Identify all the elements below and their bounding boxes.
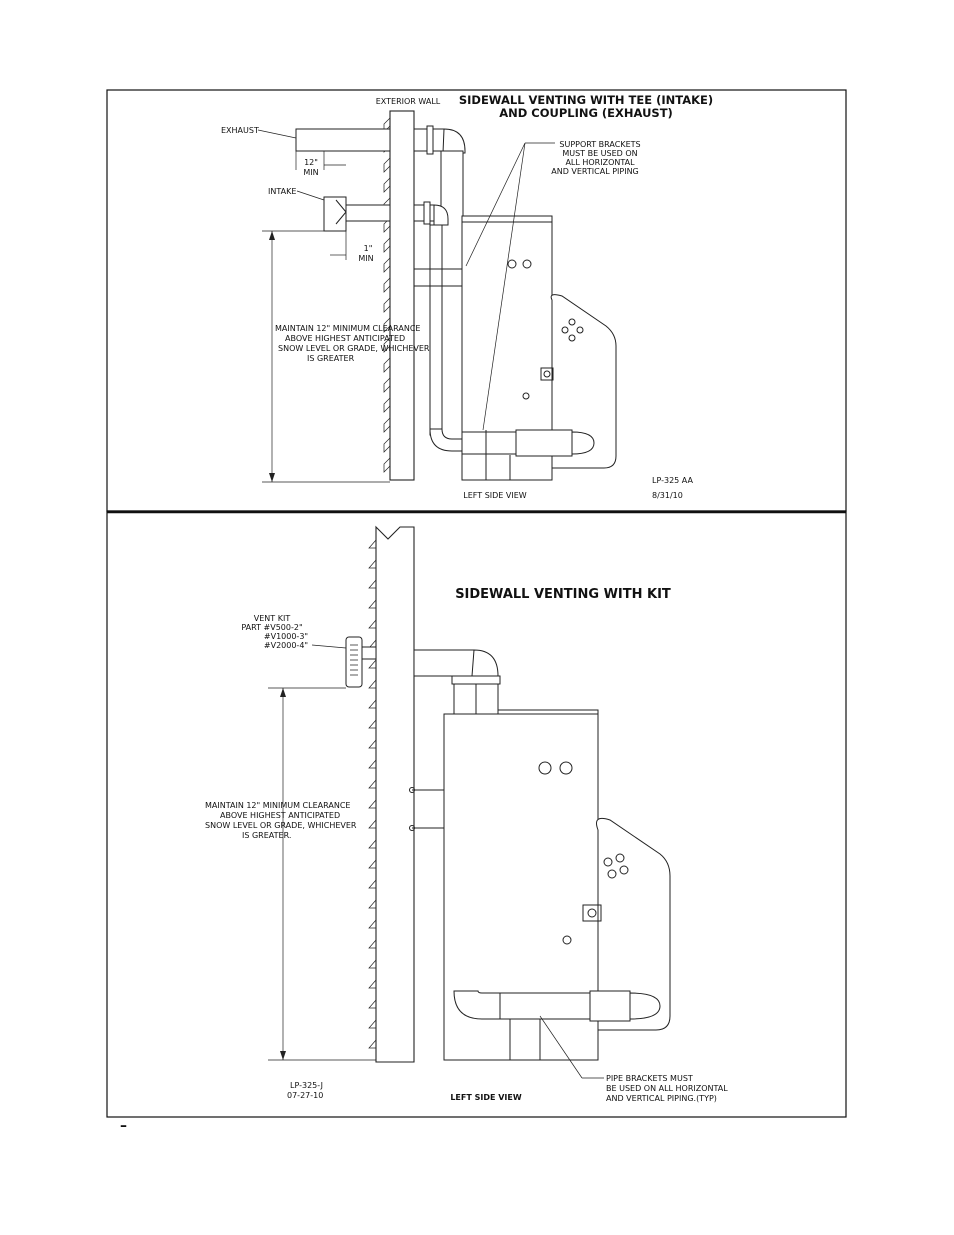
top-view-label: LEFT SIDE VIEW: [463, 491, 526, 500]
svg-text:PIPE BRACKETS MUST: PIPE BRACKETS MUST: [606, 1074, 693, 1083]
support-bracket-note: SUPPORT BRACKETS MUST BE USED ON ALL HOR…: [465, 140, 641, 431]
bottom-panel: SIDEWALL VENTING WITH KIT: [205, 525, 728, 1103]
top-title-line2: AND COUPLING (EXHAUST): [499, 106, 673, 120]
exterior-wall-label: EXTERIOR WALL: [376, 97, 441, 106]
top-dim-1: 1" MIN: [330, 231, 374, 263]
dim-1-unit: MIN: [358, 254, 373, 263]
top-dim-12: 12" MIN: [295, 151, 346, 177]
top-bottom-piping: [429, 428, 595, 480]
top-title-line1: SIDEWALL VENTING WITH TEE (INTAKE): [459, 93, 713, 107]
footer-mark: –: [120, 1118, 127, 1134]
svg-text:BE USED ON ALL HORIZONTAL: BE USED ON ALL HORIZONTAL: [606, 1084, 728, 1093]
svg-text:MUST BE USED ON: MUST BE USED ON: [562, 149, 637, 158]
svg-text:IS GREATER.: IS GREATER.: [242, 831, 291, 840]
pipe-bracket-note: PIPE BRACKETS MUST BE USED ON ALL HORIZO…: [539, 1015, 728, 1103]
svg-text:#V1000-3": #V1000-3": [264, 632, 308, 641]
svg-text:MAINTAIN 12" MINIMUM CLEARANCE: MAINTAIN 12" MINIMUM CLEARANCE: [205, 801, 350, 810]
top-panel: SIDEWALL VENTING WITH TEE (INTAKE) AND C…: [221, 93, 713, 500]
top-intake-tee: [323, 196, 449, 436]
svg-text:IS GREATER: IS GREATER: [307, 354, 355, 363]
bottom-title: SIDEWALL VENTING WITH KIT: [455, 587, 671, 602]
svg-text:AND VERTICAL PIPING: AND VERTICAL PIPING: [551, 167, 639, 176]
svg-text:MAINTAIN 12" MINIMUM CLEARANCE: MAINTAIN 12" MINIMUM CLEARANCE: [275, 324, 420, 333]
intake-label: INTAKE: [268, 187, 296, 196]
svg-text:SUPPORT BRACKETS: SUPPORT BRACKETS: [559, 140, 640, 149]
top-date: 8/31/10: [652, 491, 683, 500]
top-exterior-wall: [383, 110, 415, 481]
bottom-view-label: LEFT SIDE VIEW: [450, 1093, 522, 1102]
vent-kit-termination: [345, 636, 377, 688]
bottom-date: 07-27-10: [287, 1091, 323, 1100]
svg-text:ALL HORIZONTAL: ALL HORIZONTAL: [565, 158, 635, 167]
svg-text:ABOVE HIGHEST ANTICIPATED: ABOVE HIGHEST ANTICIPATED: [285, 334, 405, 343]
svg-text:PART #V500-2": PART #V500-2": [241, 623, 302, 632]
dim-1-value: 1": [364, 244, 373, 253]
svg-text:VENT KIT: VENT KIT: [254, 614, 291, 623]
top-clearance-dimension: MAINTAIN 12" MINIMUM CLEARANCE ABOVE HIG…: [262, 230, 430, 483]
svg-text:SNOW LEVEL OR GRADE, WHICHEVER: SNOW LEVEL OR GRADE, WHICHEVER: [205, 821, 357, 830]
svg-text:ABOVE HIGHEST ANTICIPATED: ABOVE HIGHEST ANTICIPATED: [220, 811, 340, 820]
svg-text:#V2000-4": #V2000-4": [264, 641, 308, 650]
dim-12-unit: MIN: [303, 168, 318, 177]
dim-12-value: 12": [304, 158, 318, 167]
bottom-drawing-number: LP-325-J: [290, 1081, 323, 1090]
svg-text:SNOW LEVEL OR GRADE, WHICHEVER: SNOW LEVEL OR GRADE, WHICHEVER: [278, 344, 430, 353]
top-drawing-number: LP-325 AA: [652, 476, 694, 485]
bottom-exterior-wall: [368, 525, 415, 1063]
exhaust-label: EXHAUST: [221, 126, 259, 135]
bottom-clearance-dimension: MAINTAIN 12" MINIMUM CLEARANCE ABOVE HIG…: [205, 687, 376, 1061]
svg-text:AND VERTICAL PIPING.(TYP): AND VERTICAL PIPING.(TYP): [606, 1094, 717, 1103]
bottom-horizontal-piping: [453, 990, 661, 1060]
vent-kit-note: VENT KIT PART #V500-2" #V1000-3" #V2000-…: [241, 614, 347, 650]
